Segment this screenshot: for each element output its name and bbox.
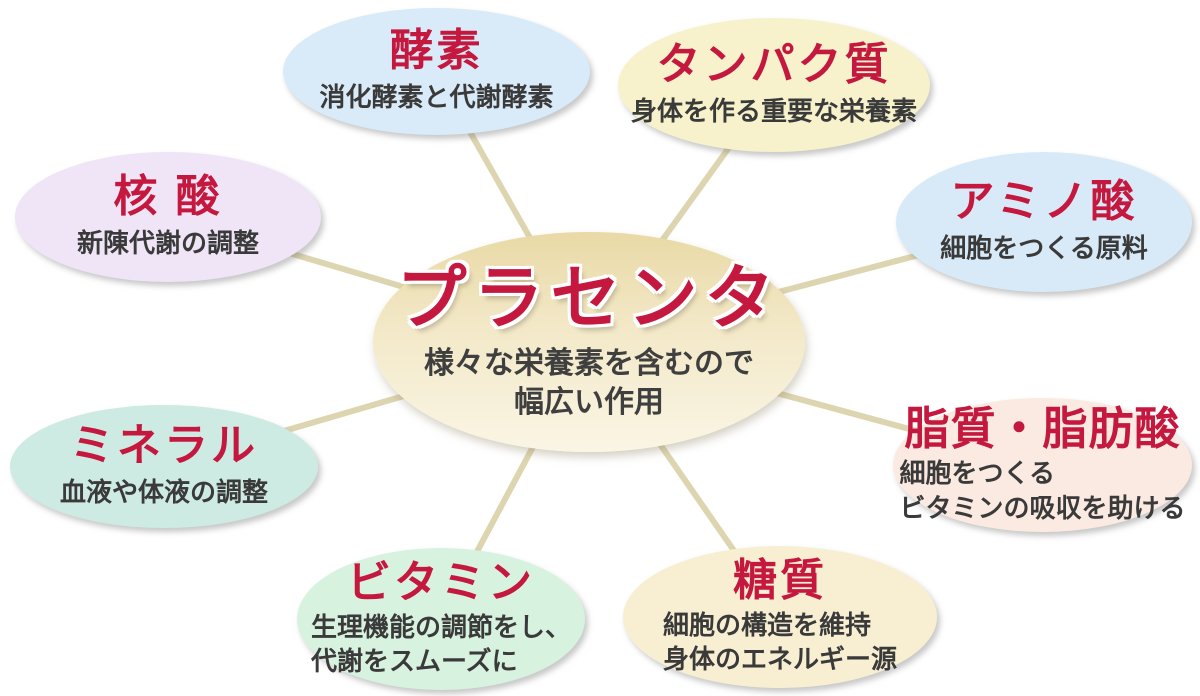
node-enzyme-subtitle: 消化酵素と代謝酵素	[319, 82, 554, 113]
node-protein-subtitle: 身体を作る重要な栄養素	[630, 95, 917, 126]
node-protein: タンパク質 身体を作る重要な栄養素	[618, 18, 930, 152]
node-vitamin-subtitle-line1: 生理機能の調節をし、	[310, 611, 571, 642]
node-mineral-title: ミネラル	[70, 421, 258, 471]
node-enzyme-title: 酵素	[389, 26, 484, 76]
node-lipid-fatty-acid-title: 脂質・脂肪酸	[904, 403, 1181, 455]
node-enzyme: 酵素 消化酵素と代謝酵素	[283, 8, 590, 135]
node-mineral: ミネラル 血液や体液の調整	[10, 405, 318, 528]
node-carbohydrate-title: 糖質	[733, 555, 827, 605]
node-mineral-subtitle: 血液や体液の調整	[59, 477, 268, 508]
node-nucleic-acid: 核 酸 新陳代謝の調整	[15, 152, 321, 282]
center-subtitle-line1: 様々な栄養素を含むので	[424, 346, 754, 380]
node-carbohydrate: 糖質 細胞の構造を維持 身体のエネルギー源	[623, 546, 937, 688]
node-nucleic-acid-subtitle: 新陳代謝の調整	[76, 227, 259, 258]
node-lipid-fatty-acid-subtitle-line1: 細胞をつくる	[899, 458, 1055, 489]
center-subtitle-line2: 幅広い作用	[514, 385, 664, 419]
node-vitamin-subtitle-line2: 代謝をスムーズに	[310, 646, 518, 677]
node-carbohydrate-subtitle-line1: 細胞の構造を維持	[662, 609, 871, 640]
node-lipid-fatty-acid: 脂質・脂肪酸 細胞をつくる ビタミンの吸収を助ける	[893, 398, 1192, 532]
node-nucleic-acid-title: 核 酸	[113, 171, 223, 221]
node-center-placenta: プラセンタ 様々な栄養素を含むので 幅広い作用	[373, 232, 805, 452]
node-carbohydrate-subtitle-line2: 身体のエネルギー源	[662, 644, 897, 675]
node-amino-acid: アミノ酸 細胞をつくる原料	[896, 152, 1192, 292]
center-title: プラセンタ	[396, 259, 782, 338]
node-lipid-fatty-acid-subtitle-line2: ビタミンの吸収を助ける	[899, 492, 1186, 523]
node-amino-acid-title: アミノ酸	[950, 176, 1138, 226]
node-vitamin: ビタミン 生理機能の調節をし、 代謝をスムーズに	[297, 548, 585, 690]
node-vitamin-title: ビタミン	[347, 557, 535, 607]
node-protein-title: タンパク質	[656, 39, 892, 89]
center-subtitle: 様々な栄養素を含むので 幅広い作用	[424, 344, 754, 422]
node-amino-acid-subtitle: 細胞をつくる原料	[940, 232, 1148, 263]
